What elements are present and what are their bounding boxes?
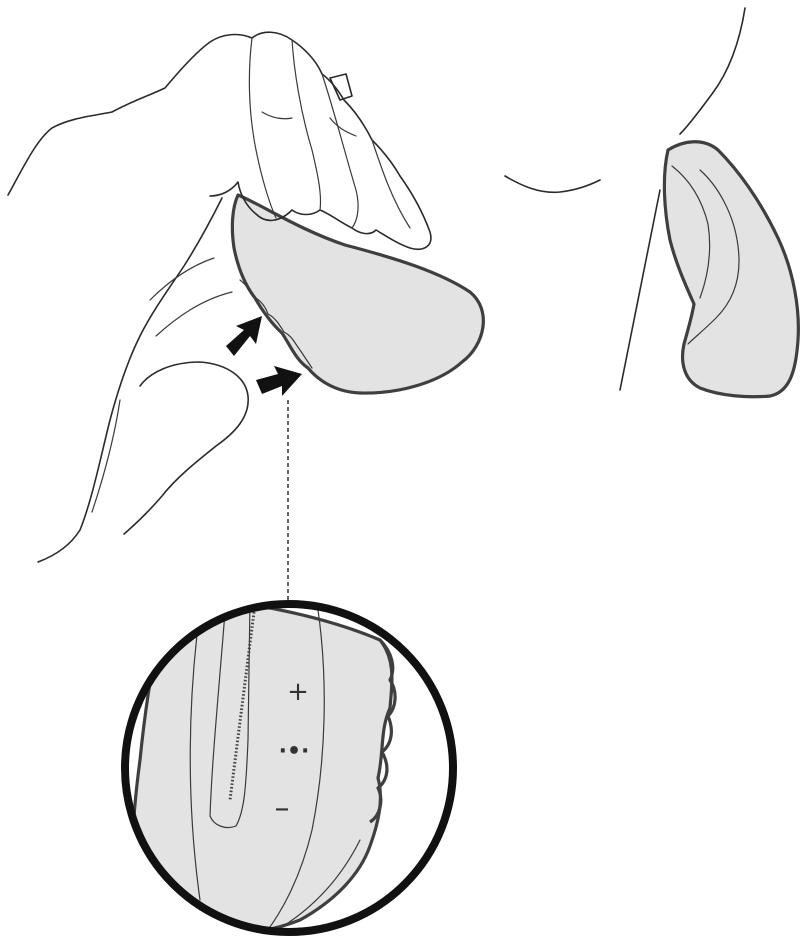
right-head-and-earcup	[505, 8, 798, 397]
finger-line-2	[292, 40, 321, 210]
volume-down-icon[interactable]: –	[275, 791, 290, 826]
arrow-upper	[226, 316, 262, 356]
palm-crease	[156, 292, 232, 336]
knuckle-line	[330, 118, 356, 136]
palm-crease-2	[150, 258, 214, 300]
right-earcup	[664, 142, 798, 397]
left-hand-and-earcup	[8, 32, 483, 562]
cheek-line	[505, 176, 600, 192]
neck-outline	[620, 190, 660, 390]
action-button-icon[interactable]: ·•·	[279, 739, 310, 764]
hand-palm	[38, 198, 222, 562]
wrist-line	[92, 400, 120, 512]
head-outline	[680, 8, 745, 134]
volume-up-icon[interactable]: +	[287, 677, 309, 707]
left-earcup	[232, 195, 483, 393]
finger-line-4	[372, 140, 410, 228]
arrow-lower	[256, 366, 302, 396]
finger-line-3	[322, 74, 358, 228]
thumb	[124, 362, 248, 534]
knuckle-line-2	[262, 112, 292, 119]
control-closeup: + ·•· –	[125, 590, 453, 940]
finger-line-1	[249, 38, 276, 218]
hand-fingers	[8, 32, 431, 249]
